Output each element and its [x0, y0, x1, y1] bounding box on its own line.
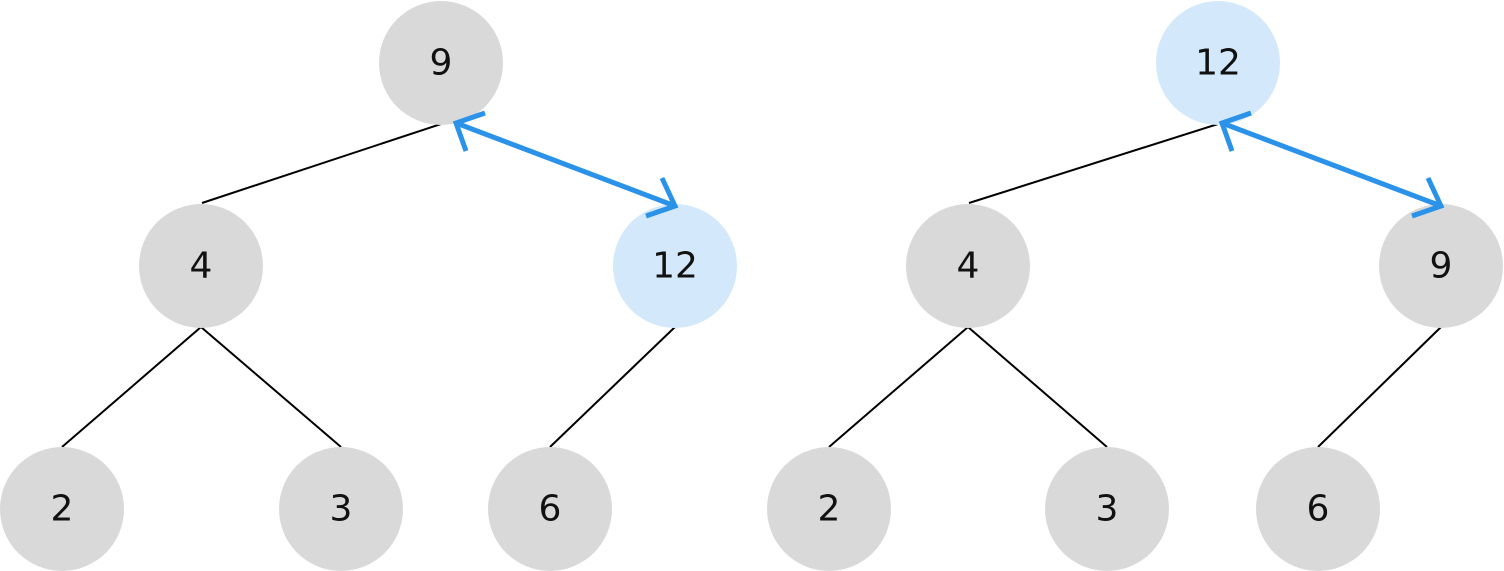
edge-right-right-left: [549, 326, 676, 448]
edge-left-left-left: [828, 326, 969, 448]
node-circle: [1156, 1, 1280, 125]
node-label: 6: [539, 489, 562, 530]
swap-arrow-head-end: [1411, 176, 1445, 219]
node-circle: [488, 447, 612, 571]
node-root: 9: [379, 1, 503, 125]
node-label: 9: [1430, 246, 1453, 287]
swap-arrow: [1218, 110, 1445, 219]
node-label: 4: [957, 246, 980, 287]
node-label: 2: [51, 489, 74, 530]
node-right: 9: [1379, 204, 1503, 328]
node-right-left: 6: [1256, 447, 1380, 571]
swap-arrow-head-start: [1218, 110, 1252, 152]
edge-left-left-left: [61, 326, 202, 448]
node-circle: [0, 447, 124, 571]
node-label: 3: [1096, 489, 1119, 530]
node-circle: [379, 1, 503, 125]
node-circle: [279, 447, 403, 571]
edge-root-left: [968, 123, 1219, 204]
swap-arrow-shaft: [1221, 120, 1442, 209]
node-circle: [767, 447, 891, 571]
node-circle: [1256, 447, 1380, 571]
node-circle: [1045, 447, 1169, 571]
swap-arrow: [452, 110, 679, 219]
tree-after-swap: 12 4 9 2 3 6: [767, 1, 1503, 571]
node-circle: [139, 204, 263, 328]
edge-left-left-right: [200, 326, 342, 448]
node-label: 12: [1195, 43, 1241, 84]
swap-arrow-head-start: [452, 110, 486, 152]
node-left-right: 3: [1045, 447, 1169, 571]
swap-arrow-head-end: [645, 176, 679, 219]
edge-left-left-right: [967, 326, 1108, 448]
node-right-left: 6: [488, 447, 612, 571]
node-label: 9: [430, 43, 453, 84]
edge-root-left: [201, 123, 442, 204]
edge-right-right-left: [1317, 326, 1442, 448]
node-left-left: 2: [767, 447, 891, 571]
node-label: 6: [1307, 489, 1330, 530]
node-label: 2: [818, 489, 841, 530]
node-label: 12: [652, 246, 698, 287]
node-circle: [906, 204, 1030, 328]
node-right: 12: [613, 204, 737, 328]
swap-arrow-shaft: [455, 120, 676, 209]
node-circle: [1379, 204, 1503, 328]
node-root: 12: [1156, 1, 1280, 125]
node-left: 4: [139, 204, 263, 328]
node-left-right: 3: [279, 447, 403, 571]
node-left-left: 2: [0, 447, 124, 571]
node-label: 3: [330, 489, 353, 530]
node-circle: [613, 204, 737, 328]
tree-before-swap: 9 4 12 2 3 6: [0, 1, 737, 571]
node-left: 4: [906, 204, 1030, 328]
node-label: 4: [190, 246, 213, 287]
